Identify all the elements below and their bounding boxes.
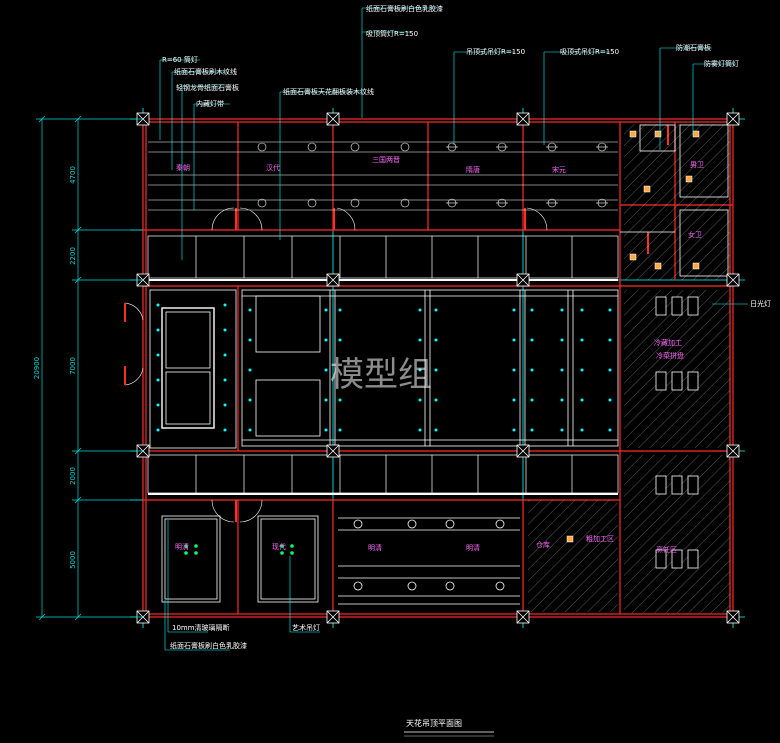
- corridor-ceiling-bottom: [147, 454, 619, 495]
- note-hidden-lightstrip: 内藏灯带: [196, 99, 224, 108]
- note-fluorescent: 日光灯: [750, 299, 771, 308]
- fluorescent-lamps: [655, 296, 699, 569]
- room-female-wc: 女卫: [688, 230, 702, 239]
- room-ming: 明清: [175, 542, 189, 551]
- dimension-segment-3: 7000: [69, 357, 77, 375]
- room-warehouse: 仓库: [536, 540, 550, 549]
- note-moisture-gypsum: 防潮石膏板: [676, 43, 711, 52]
- dimension-total: 20900: [33, 357, 41, 379]
- room-pastry: 冷菜拼盘: [656, 351, 684, 360]
- note-pendant-1: 吊顶式吊灯R=150: [466, 47, 525, 56]
- art-pendant-lamps: [184, 544, 294, 555]
- dimension-segment-4: 2000: [69, 467, 77, 485]
- note-wood-line: 纸面石膏板刷木纹线: [174, 67, 237, 76]
- room-rough-work: 粗加工区: [586, 534, 614, 543]
- dimension-segment-5: 5000: [69, 551, 77, 569]
- axis-markers: [136, 112, 740, 624]
- hall-downlights: [156, 303, 612, 432]
- dimension-segment-2: 2200: [69, 247, 77, 265]
- note-glass-partition: 10mm清玻璃隔断: [172, 623, 230, 632]
- note-pendant-2: 吸顶式吊灯R=150: [560, 47, 619, 56]
- drawing-title: 天花吊顶平面图: [406, 718, 462, 728]
- corridor-ceiling-top: [147, 235, 619, 281]
- room-ming-2: 明清: [368, 543, 382, 552]
- room-qin: 秦朝: [176, 163, 190, 172]
- room-cooking: 烹饪区: [656, 545, 677, 554]
- room-ming-3: 明清: [466, 543, 480, 552]
- room-han: 汉代: [266, 163, 280, 172]
- top-rooms-ceiling: [148, 141, 618, 211]
- dimension-lines: [36, 115, 143, 621]
- room-song: 宋元: [552, 165, 566, 174]
- annotation-leaders: [159, 7, 748, 651]
- wc-partitions: [620, 124, 729, 277]
- note-steel-keel: 轻钢龙骨纸面石膏板: [176, 83, 239, 92]
- note-flip-panel: 纸面石膏板天花翻板装木纹线: [283, 87, 374, 96]
- dimension-segment-1: 4700: [69, 166, 77, 184]
- note-downlight-r60: R=60 筒灯: [162, 55, 198, 64]
- bottom-rooms-ceiling: [161, 515, 520, 605]
- watermark: 模型组: [330, 355, 432, 395]
- room-male-wc: 男卫: [690, 161, 704, 169]
- main-hall-ceiling: [149, 289, 619, 449]
- door-swings: [124, 207, 548, 523]
- note-gypsum-paint: 纸面石膏板刷白色乳胶漆: [366, 4, 443, 13]
- note-gypsum-paint-bottom: 纸面石膏板刷白色乳胶漆: [170, 641, 247, 650]
- room-sui: 隋唐: [466, 165, 480, 174]
- note-anti-fog-lamp: 防雾灯筒灯: [704, 59, 739, 68]
- note-ceiling-downlight: 吸顶筒灯R=150: [366, 29, 418, 38]
- note-art-pendant: 艺术吊灯: [292, 623, 320, 632]
- room-modern: 现代: [272, 542, 286, 551]
- room-cold-kitchen: 冷藏加工: [654, 338, 682, 347]
- hatched-areas: [528, 124, 730, 613]
- room-sanguo: 三国两晋: [372, 156, 400, 164]
- moisture-proof-lamps: [566, 130, 700, 543]
- pendant-lamps-top: [257, 142, 608, 208]
